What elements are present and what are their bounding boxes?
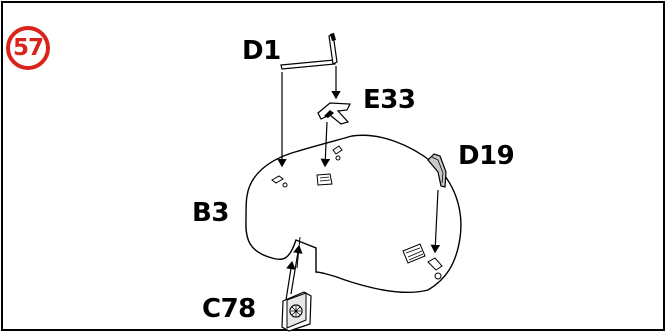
part-d19-shape <box>427 153 447 188</box>
part-e33-shape <box>317 102 351 125</box>
step-number-badge: 57 <box>6 26 50 70</box>
part-label-d1: D1 <box>242 36 281 66</box>
part-d1-shape <box>280 33 338 70</box>
assembly-arrows <box>277 66 441 301</box>
part-label-e33: E33 <box>363 85 416 115</box>
panel-details <box>271 145 443 280</box>
part-label-b3: B3 <box>192 198 229 228</box>
part-label-d19: D19 <box>458 141 515 171</box>
part-c78-shape <box>281 291 312 332</box>
step-number: 57 <box>12 35 44 61</box>
part-label-c78: C78 <box>202 294 256 324</box>
